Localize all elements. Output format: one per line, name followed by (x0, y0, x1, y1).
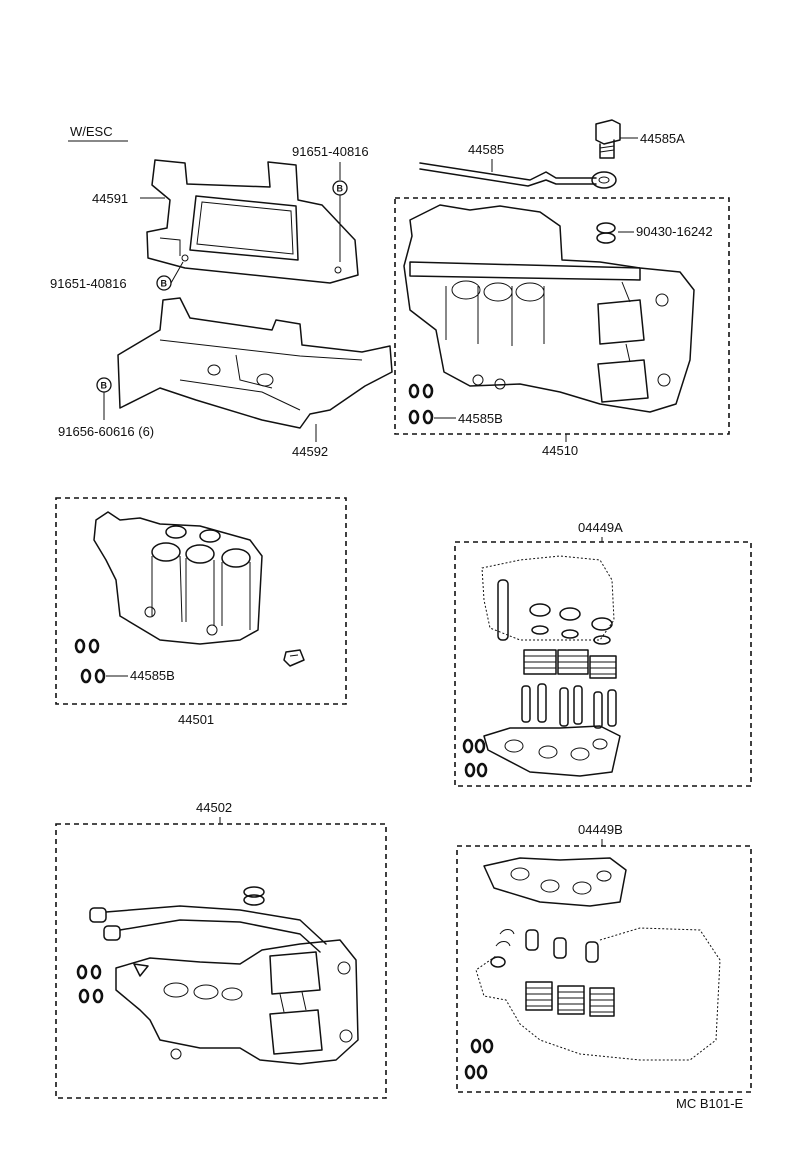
part-44502-orings (76, 964, 104, 1004)
box-44502 (55, 823, 387, 1099)
part-44502-assembly (89, 886, 359, 1065)
label-44510: 44510 (542, 443, 578, 458)
part-90430-washer (596, 222, 616, 244)
label-04449A: 04449A (578, 520, 623, 535)
label-90430: 90430-16242 (636, 224, 713, 239)
part-44592-bracket (117, 297, 393, 429)
part-44585-pipe (419, 162, 597, 181)
label-44585A: 44585A (640, 131, 685, 146)
box-44510 (394, 197, 730, 435)
part-44591-bracket (146, 159, 359, 284)
label-44502: 44502 (196, 800, 232, 815)
label-w-esc: W/ESC (70, 124, 113, 139)
label-44585B-mid: 44585B (130, 668, 175, 683)
label-91656: 91656-60616 (6) (58, 424, 154, 439)
marker-b-left-text: B (161, 279, 168, 289)
label-44585: 44585 (468, 142, 504, 157)
part-44501-valve-body (93, 511, 263, 645)
part-44585B-orings-top (408, 383, 434, 425)
label-44585B-top: 44585B (458, 411, 503, 426)
part-44510-actuator (403, 204, 695, 413)
label-91651-top: 91651-40816 (292, 144, 369, 159)
label-04449B: 04449B (578, 822, 623, 837)
label-44591: 44591 (92, 191, 128, 206)
label-44501: 44501 (178, 712, 214, 727)
box-04449B (456, 845, 752, 1093)
box-04449A (454, 541, 752, 787)
label-91651-left: 91651-40816 (50, 276, 127, 291)
part-04449A-orings (462, 738, 488, 778)
part-44501-clip (283, 649, 305, 667)
label-44592: 44592 (292, 444, 328, 459)
part-04449A-kit (481, 555, 621, 777)
marker-b-top-text: B (337, 184, 344, 194)
part-44585A-bolt (591, 119, 621, 189)
marker-b-bottom-text: B (101, 381, 108, 391)
part-44585B-orings-mid (74, 638, 106, 684)
part-04449B-orings (464, 1038, 494, 1080)
box-44501 (55, 497, 347, 705)
part-04449B-kit (475, 857, 721, 1061)
footer-code: MC B101-E (676, 1096, 744, 1111)
leader-91651-left (170, 261, 184, 284)
